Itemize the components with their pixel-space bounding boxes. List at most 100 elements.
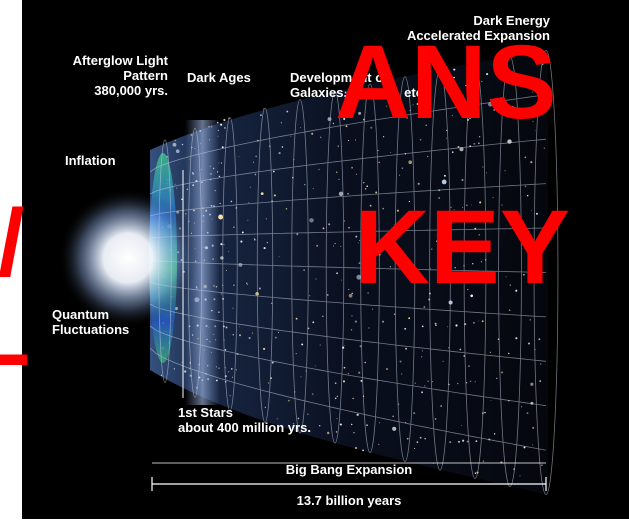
galaxy-dot <box>532 120 534 122</box>
galaxy-dot <box>431 248 433 250</box>
galaxy-dot <box>408 317 411 320</box>
galaxy-dot <box>375 263 377 265</box>
galaxy-dot <box>336 272 338 275</box>
galaxy-dot <box>350 329 353 331</box>
galaxy-dot <box>160 374 162 376</box>
galaxy-dot <box>409 109 411 112</box>
galaxy-dot <box>442 360 444 362</box>
galaxy-dot <box>272 170 275 173</box>
galaxy-dot <box>227 371 230 373</box>
galaxy-dot <box>326 431 330 435</box>
galaxy-dot <box>459 90 461 92</box>
galaxy-dot <box>484 411 486 414</box>
galaxy-dot <box>319 344 321 346</box>
galaxy-dot <box>352 397 354 400</box>
galaxy-dot <box>273 194 276 197</box>
galaxy-dot <box>375 191 378 194</box>
galaxy-dot <box>490 400 492 402</box>
galaxy-dot <box>231 368 233 370</box>
galaxy-dot <box>530 382 534 386</box>
galaxy-dot <box>458 440 460 443</box>
galaxy-dot <box>253 237 255 239</box>
galaxy-dot <box>453 76 455 79</box>
galaxy-dot <box>254 173 257 176</box>
galaxy-dot <box>446 137 448 139</box>
development-line-1: Development of <box>290 70 388 85</box>
galaxy-dot <box>297 417 300 420</box>
galaxy-dot <box>496 377 498 380</box>
galaxy-dot <box>392 426 397 431</box>
galaxy-dot <box>419 436 422 439</box>
galaxy-dot <box>351 315 353 317</box>
galaxy-dot <box>416 102 419 106</box>
galaxy-dot <box>364 188 367 190</box>
galaxy-dot <box>326 293 329 296</box>
galaxy-dot <box>469 117 471 120</box>
galaxy-dot <box>488 102 493 107</box>
galaxy-dot <box>238 326 240 328</box>
galaxy-dot <box>344 91 347 94</box>
afterglow-line-2: Pattern <box>123 68 168 83</box>
galaxy-dot <box>443 174 446 177</box>
galaxy-dot <box>396 209 399 212</box>
galaxy-dot <box>286 110 289 113</box>
galaxy-dot <box>427 80 429 82</box>
galaxy-dot <box>479 201 482 204</box>
galaxy-dot <box>344 220 346 222</box>
galaxy-dot <box>253 238 256 241</box>
afterglow-line-1: Afterglow Light <box>72 53 168 68</box>
galaxy-dot <box>174 139 176 142</box>
galaxy-dot <box>225 326 228 329</box>
first-stars-line-1: 1st Stars <box>178 405 233 420</box>
galaxy-dot <box>455 324 458 327</box>
galaxy-dot <box>424 437 426 440</box>
galaxy-dot <box>397 94 400 97</box>
galaxy-dot <box>449 441 452 444</box>
galaxy-dot <box>229 394 231 397</box>
galaxy-dot <box>220 293 223 295</box>
galaxy-dot <box>378 422 381 424</box>
galaxy-dot <box>535 278 538 280</box>
first-stars-line-2: about 400 million yrs. <box>178 420 311 435</box>
galaxy-dot <box>172 142 177 147</box>
galaxy-dot <box>540 363 542 365</box>
quantum-line-2: Fluctuations <box>52 322 130 337</box>
galaxy-dot <box>356 274 362 280</box>
galaxy-dot <box>358 111 362 115</box>
dark-ages-label: Dark Ages <box>187 70 251 85</box>
galaxy-dot <box>301 343 304 346</box>
galaxy-dot <box>408 200 411 203</box>
galaxy-dot <box>328 223 331 226</box>
galaxy-dot <box>434 322 437 325</box>
galaxy-dot <box>181 362 183 363</box>
galaxy-dot <box>309 295 311 297</box>
galaxy-dot <box>432 381 434 383</box>
galaxy-dot <box>355 235 358 238</box>
galaxy-dot <box>468 365 470 367</box>
galaxy-dot <box>281 146 284 148</box>
galaxy-dot <box>541 464 543 467</box>
galaxy-dot <box>309 218 314 223</box>
galaxy-dot <box>360 379 363 382</box>
dark-energy-line-1: Dark Energy <box>473 13 550 28</box>
grid-line <box>149 183 547 217</box>
galaxy-dot <box>427 155 429 158</box>
galaxy-dot <box>334 382 337 384</box>
galaxy-dot <box>381 320 385 323</box>
galaxy-dot <box>482 166 484 168</box>
galaxy-dot <box>248 336 251 340</box>
galaxy-dot <box>441 264 446 270</box>
galaxy-dot <box>504 170 506 172</box>
galaxy-dot <box>266 241 269 244</box>
galaxy-dot <box>399 174 401 176</box>
galaxy-dot <box>399 360 402 363</box>
galaxy-dot <box>336 417 338 419</box>
galaxy-dot <box>459 348 462 351</box>
galaxy-dot <box>438 197 440 199</box>
galaxy-dot <box>435 324 437 327</box>
galaxy-dot <box>419 213 422 216</box>
galaxy-dot <box>181 198 183 201</box>
galaxy-dot <box>486 172 488 174</box>
galaxy-dot <box>489 351 492 354</box>
galaxy-dot <box>440 405 442 407</box>
